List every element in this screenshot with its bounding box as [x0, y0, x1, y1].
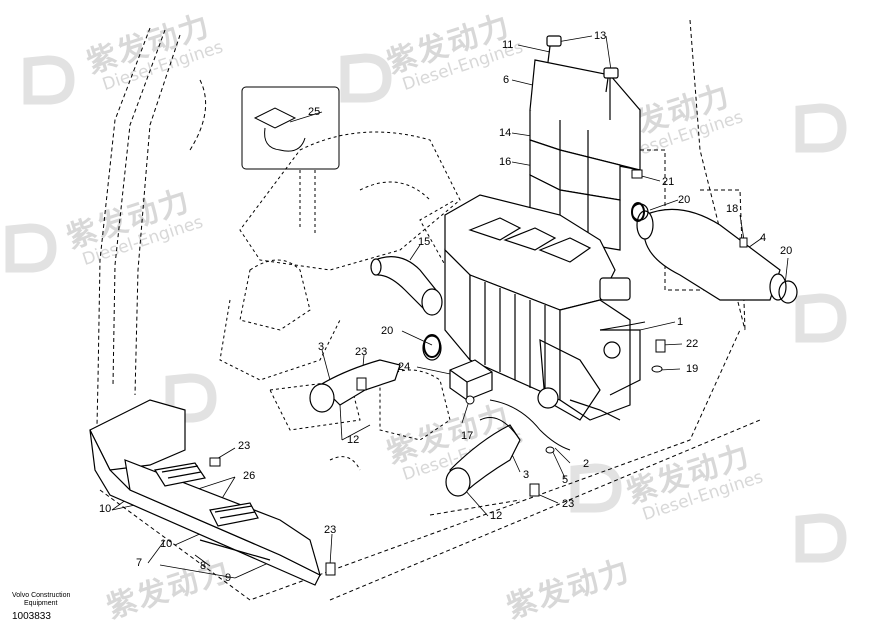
cable-harness — [479, 321, 646, 451]
callout-15: 15 — [418, 236, 431, 248]
callout-2: 2 — [583, 458, 590, 470]
callout-10: 10 — [99, 503, 112, 515]
hose-clamps — [423, 202, 645, 358]
duct-3-left — [309, 335, 442, 413]
callout-12: 12 — [347, 434, 360, 446]
callout-1: 1 — [677, 316, 684, 328]
callout-20: 20 — [678, 194, 691, 206]
footer-company: Volvo Construction — [12, 592, 71, 599]
hvac-unit — [444, 194, 641, 421]
callout-10: 10 — [160, 538, 173, 550]
controller-24 — [449, 359, 493, 401]
callout-8: 8 — [200, 560, 207, 572]
callout-4: 4 — [760, 232, 767, 244]
callout-9: 9 — [225, 572, 232, 584]
callout-11: 11 — [502, 39, 514, 51]
callout-21: 21 — [662, 176, 675, 188]
callout-23: 23 — [238, 440, 251, 452]
callout-23: 23 — [324, 524, 337, 536]
drawing-code: 1003833 — [12, 611, 51, 622]
callout-20: 20 — [780, 245, 793, 257]
callout-23: 23 — [562, 498, 575, 510]
callout-22: 22 — [686, 338, 699, 350]
callout-6: 6 — [503, 74, 510, 86]
callout-25: 25 — [308, 106, 321, 118]
duct-3-lower — [445, 424, 521, 497]
callout-13: 13 — [594, 30, 607, 42]
detail-box-25 — [241, 86, 340, 235]
callout-5: 5 — [562, 474, 569, 486]
callout-3: 3 — [318, 341, 325, 353]
callout-12: 12 — [490, 510, 503, 522]
side-panel — [89, 399, 321, 586]
callout-17: 17 — [461, 430, 474, 442]
duct-4 — [631, 203, 798, 304]
callout-24: 24 — [398, 361, 411, 373]
fasteners — [209, 169, 748, 576]
console-seat-outline — [219, 131, 471, 471]
callout-23: 23 — [355, 346, 368, 358]
footer-caption: Volvo Construction Equipment — [12, 592, 70, 608]
duct-15 — [370, 256, 443, 316]
footer-company-sub: Equipment — [24, 600, 58, 607]
callout-18: 18 — [726, 203, 739, 215]
callout-20: 20 — [381, 325, 394, 337]
callout-7: 7 — [136, 557, 143, 569]
callout-16: 16 — [499, 156, 512, 168]
callout-19: 19 — [686, 363, 699, 375]
callout-14: 14 — [499, 127, 512, 139]
callout-26: 26 — [243, 470, 256, 482]
callout-3: 3 — [523, 469, 530, 481]
